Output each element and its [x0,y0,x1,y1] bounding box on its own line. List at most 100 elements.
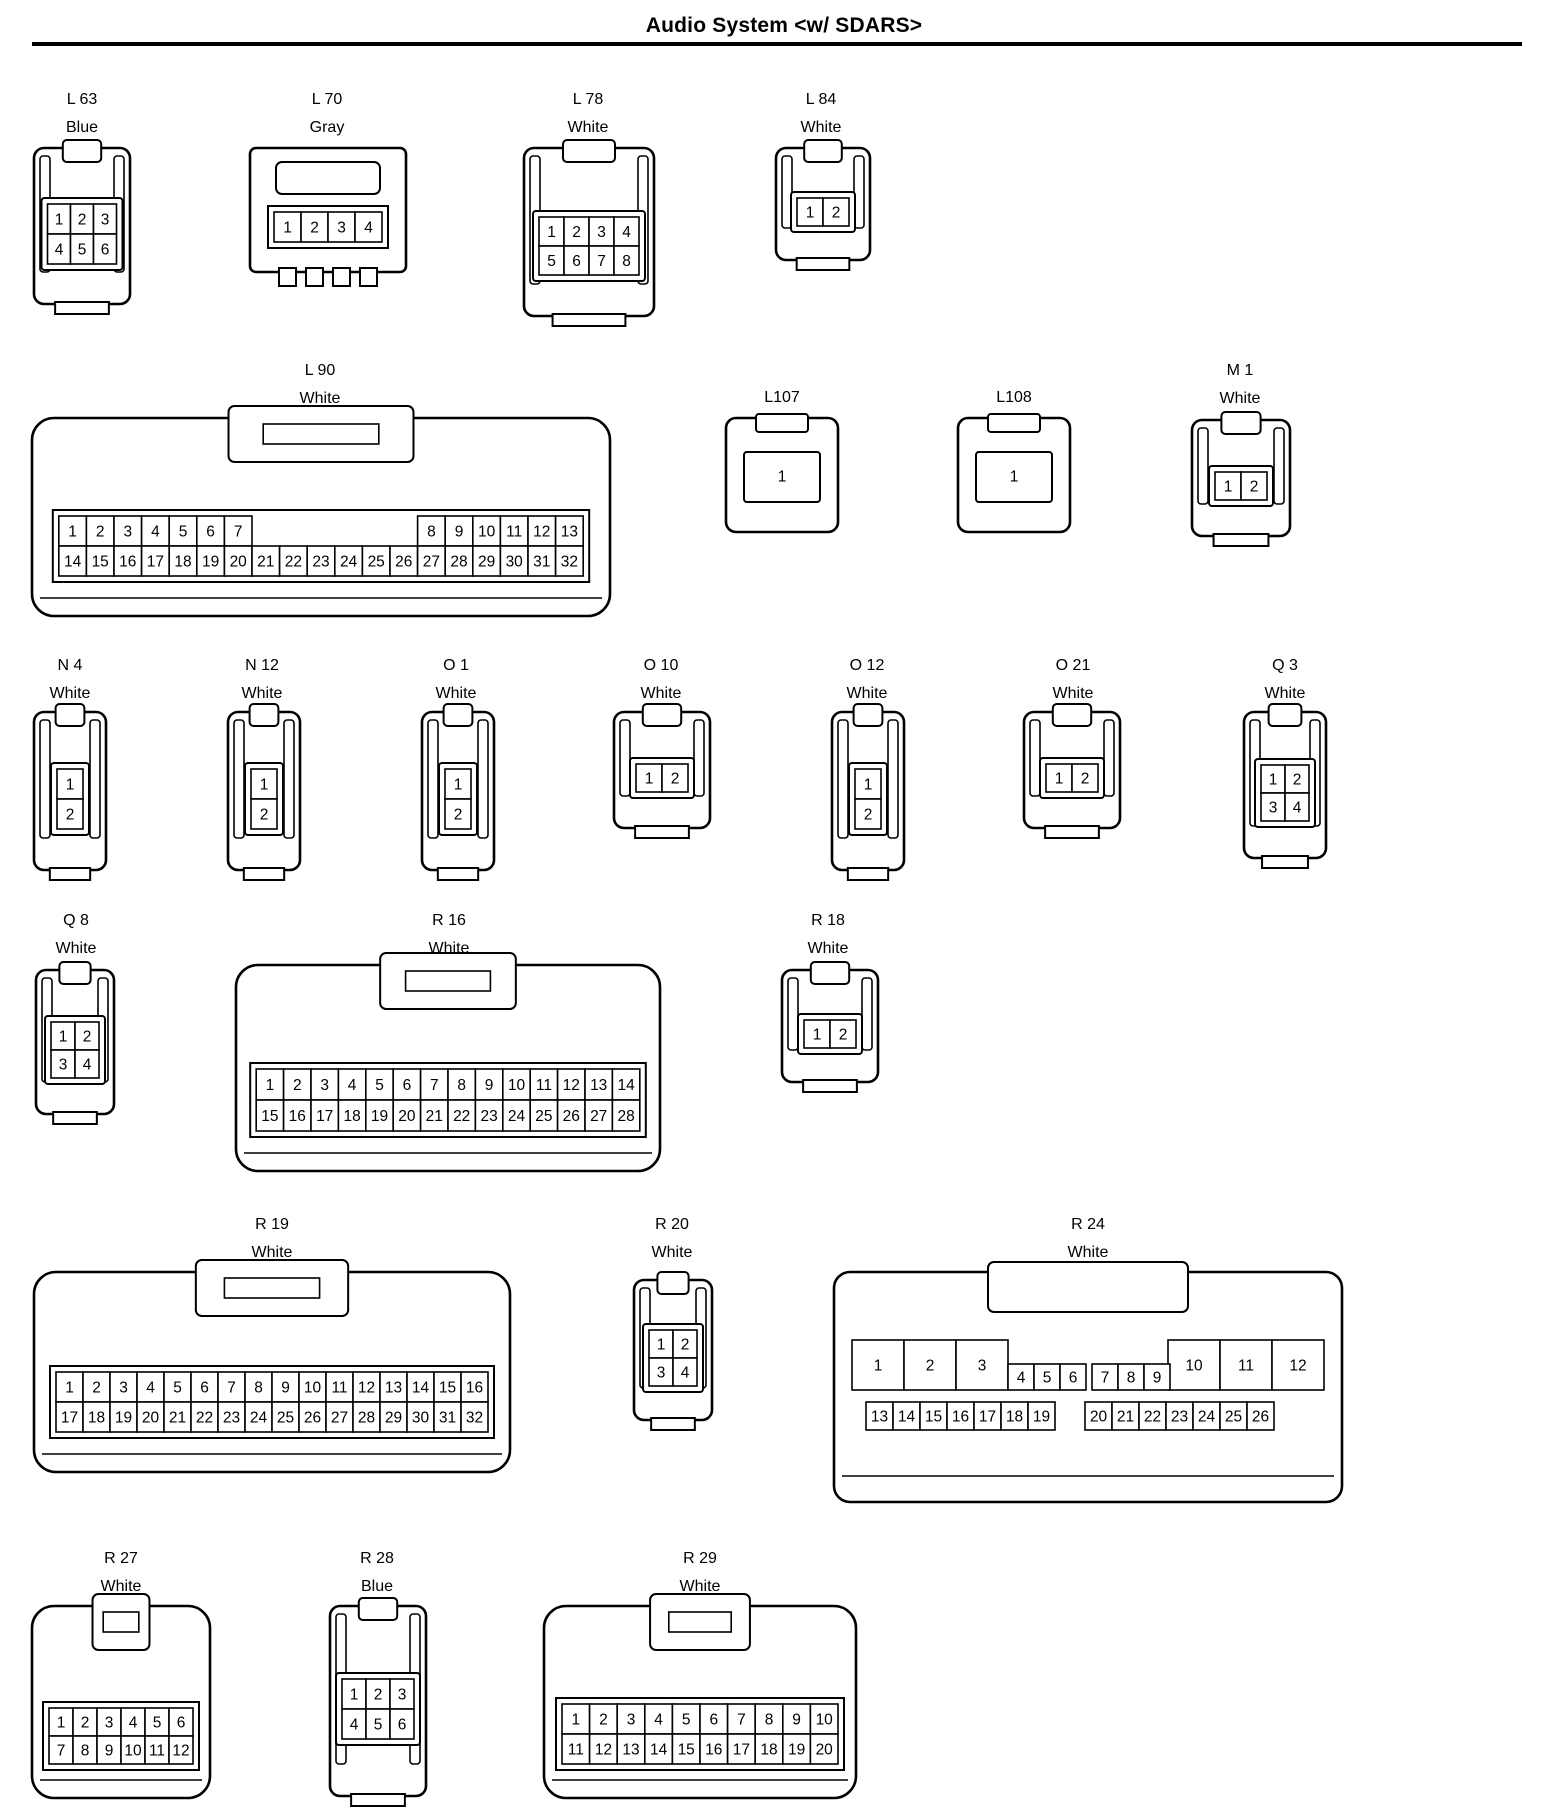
pin-cell [643,1703,674,1735]
connector-id: O 10 [644,657,679,674]
connector-color: White [101,1578,142,1595]
pin-cell [501,1099,531,1132]
pin-cell [1143,1363,1171,1391]
pin-cell [1271,1339,1325,1391]
pin-cell [379,1371,408,1403]
pin-cell [554,515,584,547]
pin-number: 13 [622,1742,639,1759]
pin-number: 9 [485,1077,494,1094]
pin-cell [273,211,302,243]
pin-number: 4 [348,1077,357,1094]
connector-id: Q 8 [63,912,89,929]
connector-id: O 21 [1056,657,1091,674]
pin-number: 24 [508,1108,526,1125]
connector-id: L 63 [67,91,98,108]
pin-number: 2 [1293,772,1302,789]
pin-number: 27 [590,1108,607,1125]
pin-number: 2 [293,1077,302,1094]
connector-color: White [50,685,91,702]
latch [641,703,683,727]
pin-number: 26 [304,1410,321,1427]
pin-number: 11 [568,1742,584,1759]
pin-number: 11 [506,524,522,541]
pin-cell [474,1099,504,1132]
pin-cell [588,245,615,276]
pin-number: 15 [261,1108,278,1125]
pin-number: 21 [257,554,274,571]
pin-cell [975,451,1053,503]
latch [1051,703,1093,727]
pin-number: 16 [705,1742,722,1759]
pin-number: 9 [792,1712,801,1729]
pin-number: 25 [535,1108,552,1125]
pin-number: 2 [681,1337,690,1354]
connector-id: R 29 [683,1550,717,1567]
connector-id: R 19 [255,1216,289,1233]
pin-number: 14 [64,554,82,571]
latch [58,961,92,985]
pin-number: 12 [358,1380,375,1397]
connector-id: L108 [996,389,1032,406]
pin-number: 20 [230,554,248,571]
pin-number: 1 [571,1712,580,1729]
pin-cell [672,1357,698,1387]
connector-l107: L107White1 [724,389,840,534]
pin-number: 28 [450,554,467,571]
pin-number: 7 [597,253,606,270]
pin-number: 2 [1250,479,1259,496]
connector-color: White [436,685,477,702]
pin-cell [616,1733,646,1765]
pin-number: 2 [454,807,463,824]
pin-cell [1246,1401,1275,1431]
pin-number: 23 [1171,1409,1188,1426]
pin-cell [672,1329,698,1359]
pin-number: 6 [572,253,581,270]
pin-number: 31 [439,1410,456,1427]
connector-color: White [680,1578,721,1595]
connector-foot [634,825,690,839]
pin-number: 21 [426,1108,443,1125]
pin-number: 1 [1010,469,1019,486]
pin-number: 19 [371,1108,388,1125]
pin-cell [85,545,115,577]
connector-color: White [801,119,842,136]
pin-number: 21 [169,1410,186,1427]
pin-cell [611,1099,641,1132]
pin-cell [74,1049,100,1079]
pin-number: 1 [657,1337,666,1354]
connector-foot [650,1417,696,1431]
pin-number: 24 [340,554,358,571]
pin-number: 19 [202,554,219,571]
side-clip [1197,427,1209,505]
pin-cell [282,1068,312,1101]
pin-number: 13 [590,1077,607,1094]
pin-cell [563,216,590,247]
pin-cell [82,1401,111,1433]
pin-cell [584,1099,614,1132]
pin-cell [1240,471,1268,501]
pin-number: 22 [196,1410,213,1427]
pin-cell [809,1703,839,1735]
pin-cell [1117,1363,1145,1391]
pin-cell [1059,1363,1087,1391]
pin-number: 7 [57,1743,66,1760]
pin-number: 3 [59,1057,68,1074]
connector-color: White [242,685,283,702]
pin-number: 11 [149,1743,165,1760]
connector-foot [795,257,851,271]
pin-cell [1027,1401,1056,1431]
pin-cell [352,1401,381,1433]
pin-number: 2 [671,771,680,788]
pin-number: 18 [1006,1409,1023,1426]
pin-cell [955,1339,1009,1391]
latch [379,952,517,1010]
pin-number: 28 [617,1108,634,1125]
pin-number: 6 [398,1717,407,1734]
pin-cell [341,1678,367,1710]
pin-number: 1 [57,1715,66,1732]
